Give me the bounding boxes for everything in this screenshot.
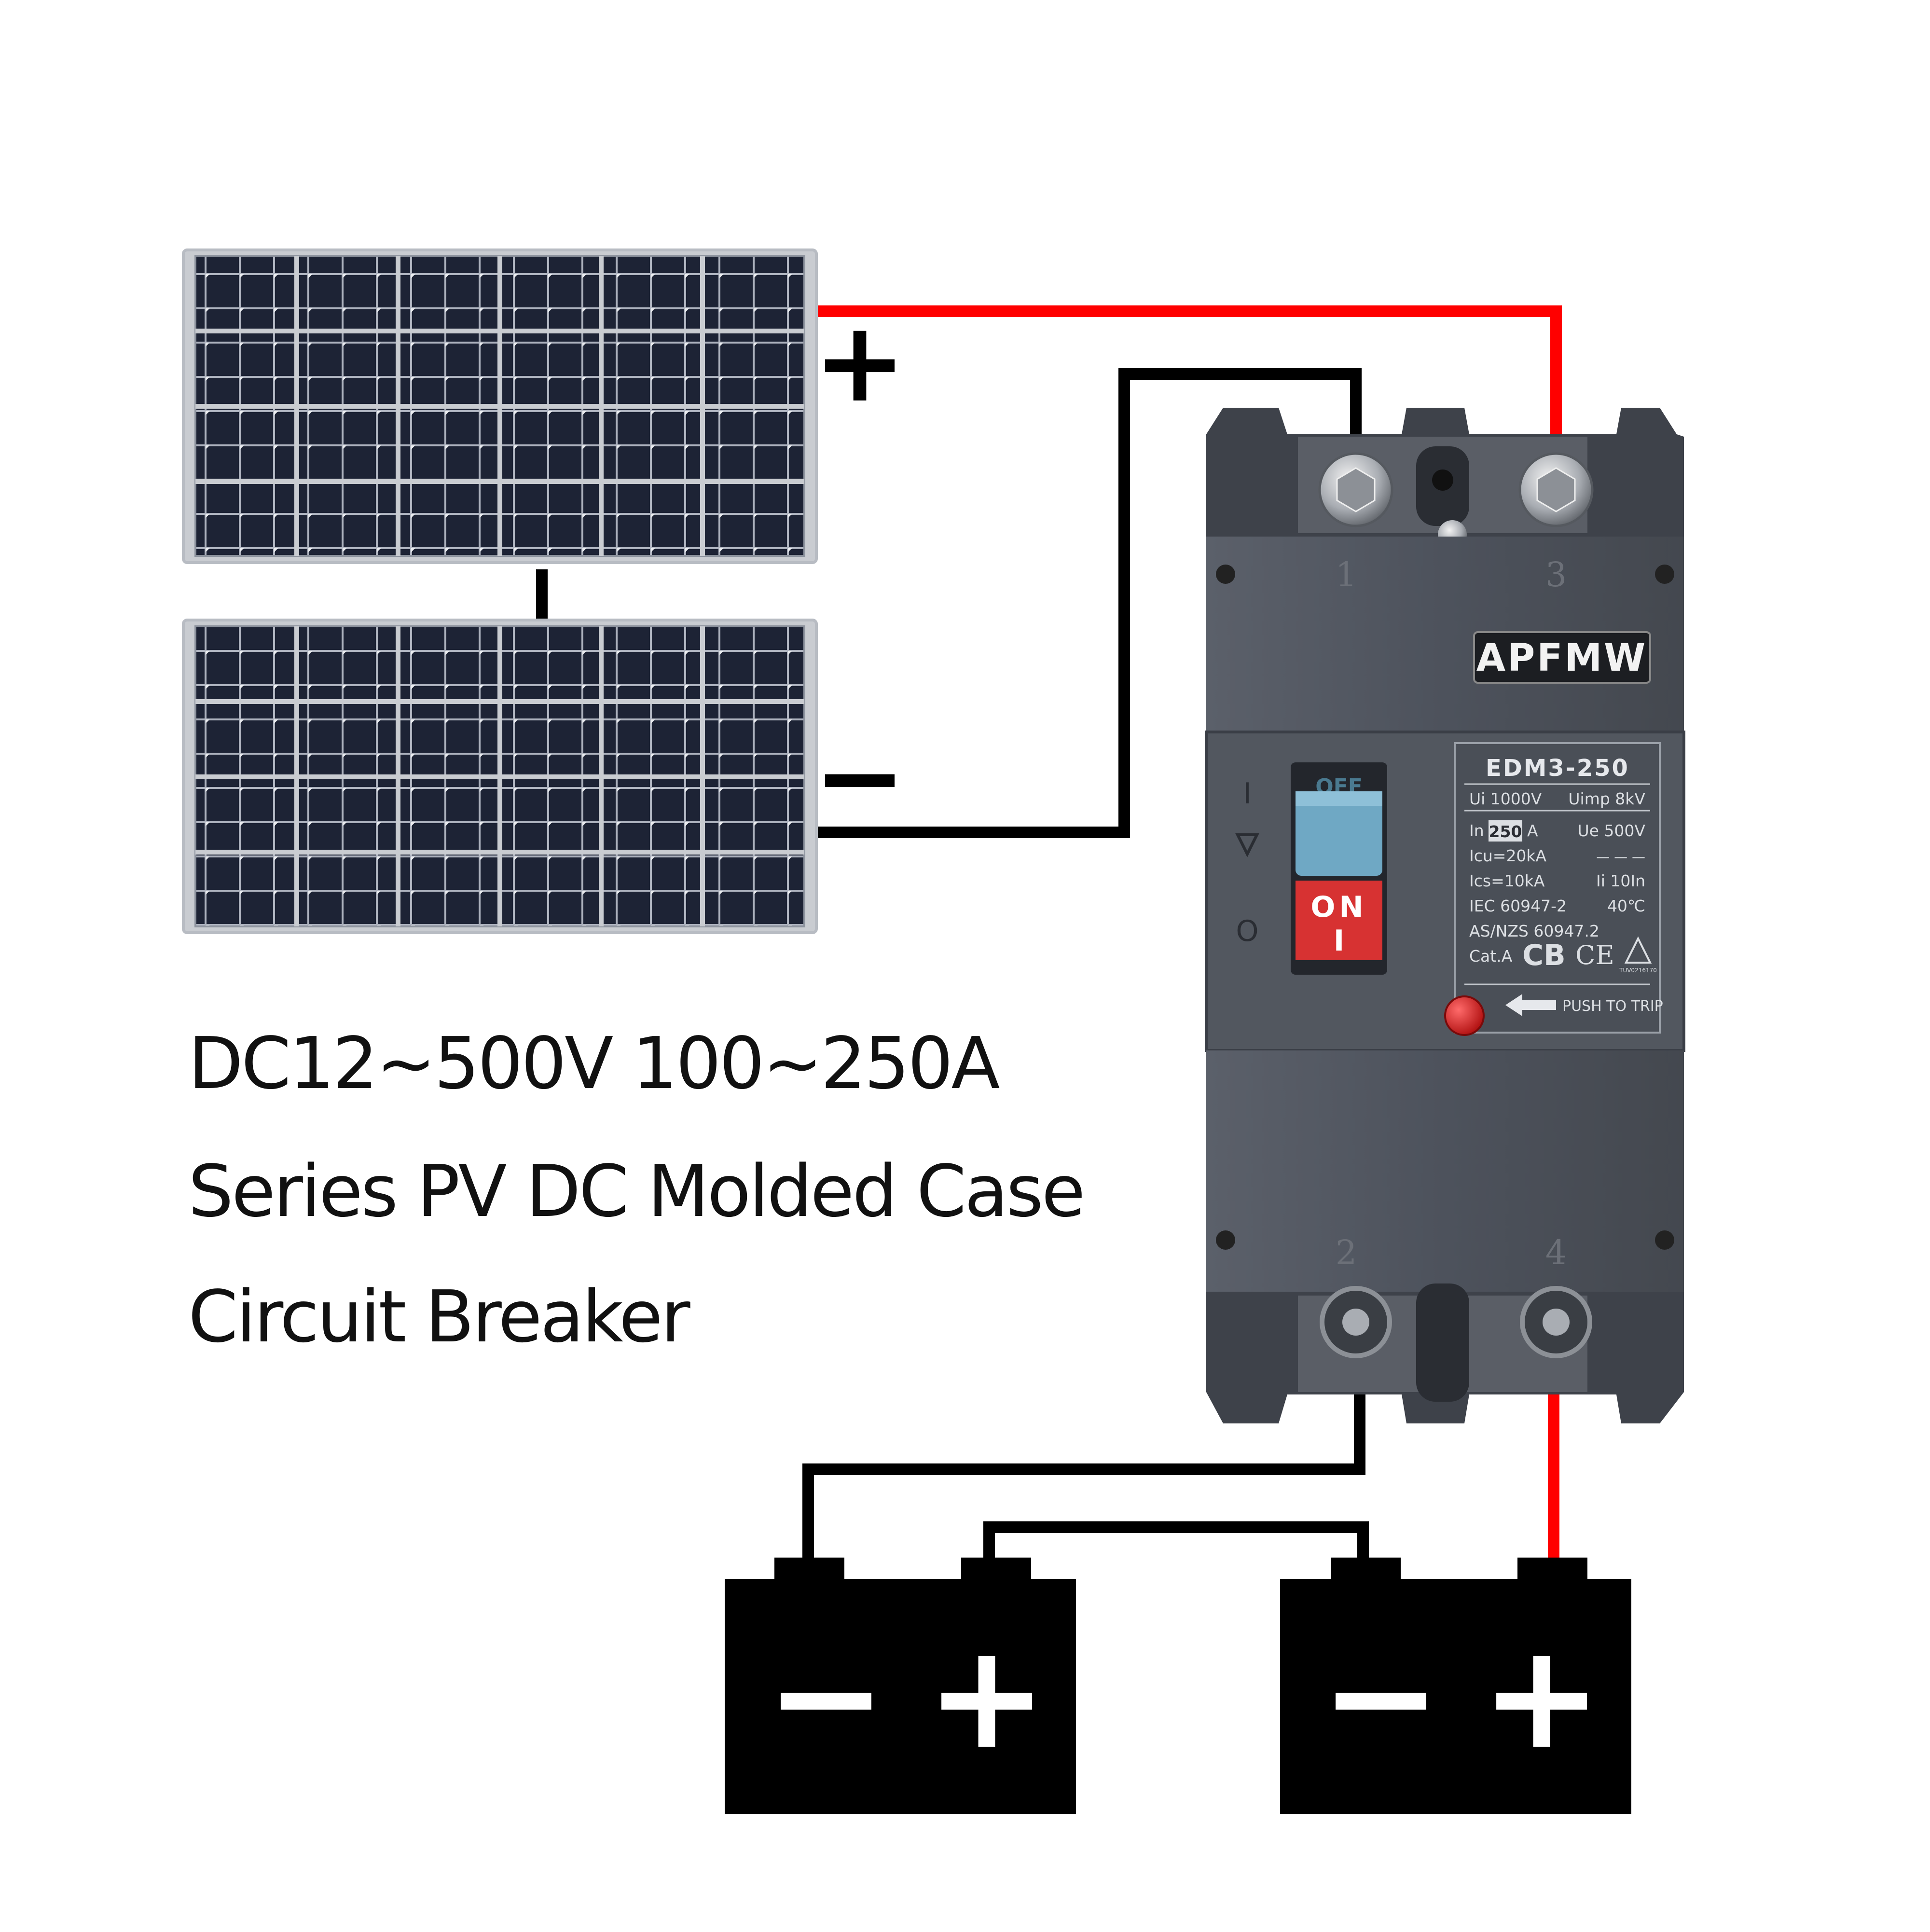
headline-line-3: Circuit Breaker <box>188 1275 690 1358</box>
circuit-breaker: 1 3 APFMW I O OFF ON I EDM3-250 Ui 1000V… <box>1205 408 1685 1423</box>
trip-button[interactable] <box>1444 995 1485 1036</box>
headline-line-1: DC12~500V 100~250A <box>188 1022 1000 1105</box>
arrow-left-icon <box>1505 994 1556 1016</box>
ics-rating: Ics=10kA <box>1469 871 1545 890</box>
ue-rating: Ue 500V <box>1577 821 1645 840</box>
battery-terminal-pos <box>1517 1558 1587 1579</box>
toggle-on-label: ON <box>1310 890 1367 924</box>
panel-negative-label: − <box>813 713 907 842</box>
battery-terminal-pos <box>961 1558 1031 1579</box>
arrow-down-icon <box>1235 833 1259 857</box>
battery-icon <box>725 1579 1076 1814</box>
battery-terminal-neg <box>1331 1558 1401 1579</box>
asnzs-standard: AS/NZS 60947.2 <box>1469 922 1599 940</box>
headline-line-2: Series PV DC Molded Case <box>188 1150 1086 1233</box>
iec-standard: IEC 60947-2 <box>1469 897 1567 915</box>
terminal-4-label: 4 <box>1545 1233 1567 1272</box>
brand-name: APFMW <box>1476 636 1647 680</box>
battery-plus-sign: + <box>1481 1613 1602 1781</box>
terminal-2-label: 2 <box>1336 1233 1357 1272</box>
wires <box>536 305 1562 1571</box>
terminal-3-label: 3 <box>1545 555 1567 594</box>
uimp-rating: Uimp 8kV <box>1568 789 1645 808</box>
category: Cat.A <box>1469 947 1513 966</box>
icu-dash: — — — <box>1596 849 1645 865</box>
temp-rating: 40℃ <box>1607 897 1645 915</box>
in-unit: A <box>1527 821 1538 840</box>
solar-panel-top <box>182 248 818 564</box>
battery-plus-sign: + <box>926 1613 1047 1781</box>
negative-wire-panel-to-breaker <box>815 368 1362 838</box>
toggle-on-indicator <box>1296 881 1382 960</box>
series-link-batteries <box>983 1521 1369 1571</box>
model-number: EDM3-250 <box>1486 755 1629 782</box>
terminal-1-label: 1 <box>1336 555 1357 594</box>
toggle-handle[interactable] <box>1296 791 1382 876</box>
icu-rating: Icu=20kA <box>1469 846 1547 865</box>
battery-terminal-neg <box>774 1558 844 1579</box>
triangle-mark-icon <box>1624 936 1652 964</box>
battery-right: − + <box>1280 1558 1631 1814</box>
brand-plate <box>1473 631 1651 684</box>
battery-minus-sign: − <box>765 1613 886 1781</box>
off-symbol: O <box>1236 914 1258 948</box>
panel-positive-label: + <box>813 298 907 427</box>
battery-icon <box>1280 1579 1631 1814</box>
ce-mark-icon: CE <box>1575 940 1614 970</box>
battery-minus-sign: − <box>1320 1613 1441 1781</box>
in-prefix: In <box>1469 821 1484 840</box>
battery-left: − + <box>725 1558 1076 1814</box>
cb-mark: CB <box>1522 938 1566 972</box>
tuv-code: TUV0216170 <box>1619 967 1657 974</box>
push-to-trip-label: PUSH TO TRIP <box>1562 998 1663 1015</box>
ii-rating: Ii 10In <box>1596 871 1645 890</box>
toggle-on-bar: I <box>1334 924 1344 958</box>
solar-panel-bottom <box>182 619 818 934</box>
in-value: 250 <box>1489 822 1522 841</box>
negative-wire-breaker-to-battery <box>802 1366 1365 1571</box>
positive-wire-panel-to-breaker <box>815 305 1562 466</box>
ui-rating: Ui 1000V <box>1469 789 1542 808</box>
on-symbol: I <box>1243 777 1252 811</box>
